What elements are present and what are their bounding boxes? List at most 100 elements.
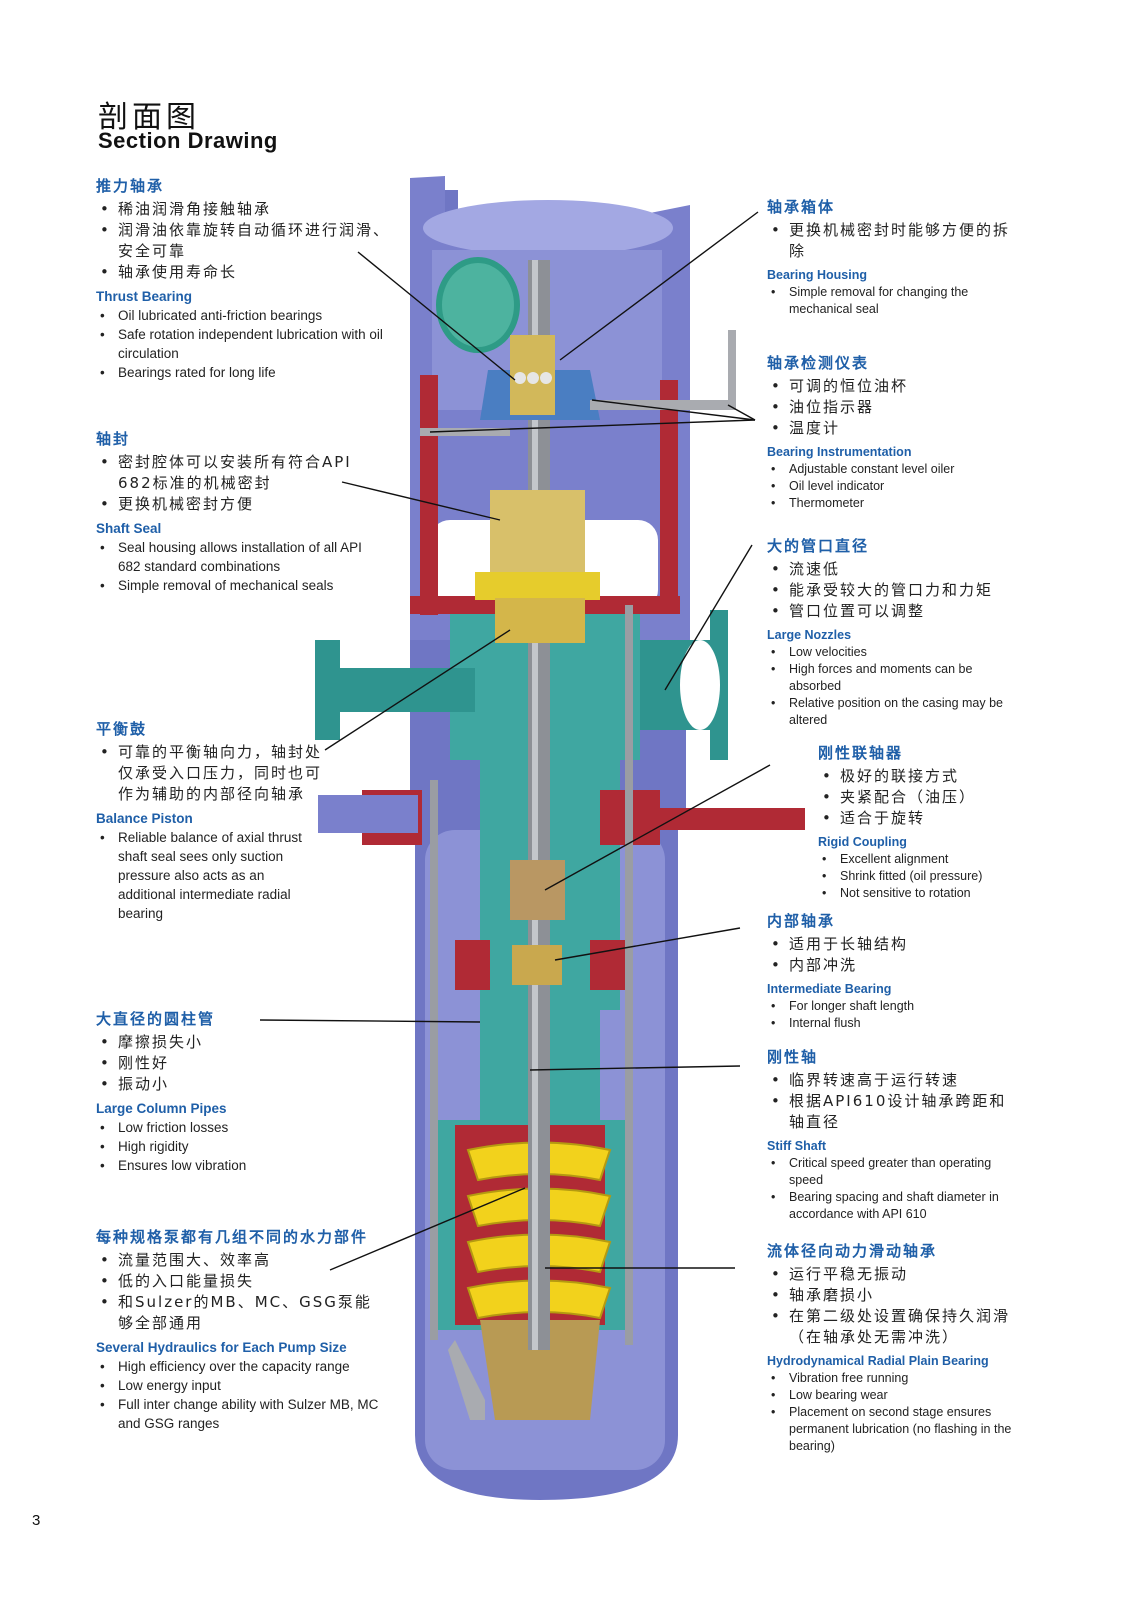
list-item: Low friction losses (96, 1118, 336, 1137)
callout-balance-piston: 平衡鼓 可靠的平衡轴向力，轴封处仅承受入口压力，同时也可作为辅助的内部径向轴承 … (96, 718, 324, 923)
list-item: Adjustable constant level oiler (767, 461, 1019, 478)
nozzles-title-cn: 大的管口直径 (767, 537, 870, 555)
balance-piston-title-en: Balance Piston (96, 811, 193, 826)
bearing-housing-title-cn: 轴承箱体 (767, 198, 836, 216)
bearing-housing-title-en: Bearing Housing (767, 268, 868, 282)
stand-opening (423, 200, 673, 256)
callout-bearing-instrumentation: 轴承检测仪表 可调的恒位油杯 油位指示器 温度计 Bearing Instrum… (767, 352, 1019, 512)
callout-thrust-bearing: 推力轴承 稀油润滑角接触轴承 润滑油依靠旋转自动循环进行润滑、安全可靠 轴承使用… (96, 175, 396, 382)
page-number: 3 (32, 1512, 41, 1529)
instrumentation-title-cn: 轴承检测仪表 (767, 354, 870, 372)
list-item: Bearings rated for long life (96, 363, 396, 382)
callout-radial-plain-bearing: 流体径向动力滑动轴承 运行平稳无振动 轴承磨损小 在第二级处设置确保持久润滑（在… (767, 1240, 1019, 1455)
list-item: Thermometer (767, 495, 1019, 512)
leader-lines (259, 211, 771, 1271)
list-item: 密封腔体可以安装所有符合API 682标准的机械密封 (96, 452, 368, 494)
shaft-seal-title-cn: 轴封 (96, 430, 131, 448)
hydraulics-title-en: Several Hydraulics for Each Pump Size (96, 1340, 347, 1355)
callout-rigid-coupling: 刚性联轴器 极好的联接方式 夹紧配合（油压） 适合于旋转 Rigid Coupl… (818, 742, 1028, 902)
callout-stiff-shaft: 刚性轴 临界转速高于运行转速 根据API610设计轴承跨距和轴直径 Stiff … (767, 1046, 1019, 1223)
callout-hydraulics: 每种规格泵都有几组不同的水力部件 流量范围大、效率高 低的入口能量损失 和Sul… (96, 1226, 388, 1433)
list-item: 润滑油依靠旋转自动循环进行润滑、安全可靠 (96, 220, 396, 262)
list-item: 临界转速高于运行转速 (767, 1070, 1019, 1091)
callout-shaft-seal: 轴封 密封腔体可以安装所有符合API 682标准的机械密封 更换机械密封方便 S… (96, 428, 368, 595)
list-item: For longer shaft length (767, 998, 1019, 1015)
list-item: Critical speed greater than operating sp… (767, 1155, 1019, 1189)
suction-bell (480, 1320, 600, 1420)
coupling-title-en: Rigid Coupling (818, 835, 907, 849)
shaft-seal-title-en: Shaft Seal (96, 521, 162, 536)
thrust-bearing-title-en: Thrust Bearing (96, 289, 193, 304)
list-item: Excellent alignment (818, 851, 1028, 868)
list-item: High rigidity (96, 1137, 336, 1156)
list-item: 油位指示器 (767, 397, 1019, 418)
list-item: 更换机械密封方便 (96, 494, 368, 515)
list-item: Low energy input (96, 1376, 388, 1395)
list-item: Reliable balance of axial thrust shaft s… (96, 828, 324, 923)
list-item: 夹紧配合（油压） (818, 787, 1028, 808)
list-item: Ensures low vibration (96, 1156, 336, 1175)
stiff-shaft-title-cn: 刚性轴 (767, 1048, 819, 1066)
list-item: High efficiency over the capacity range (96, 1357, 388, 1376)
tie-rod-right (625, 605, 633, 1345)
list-item: Placement on second stage ensures perman… (767, 1404, 1019, 1455)
tie-rod-left (430, 780, 438, 1340)
intermediate-bearing (512, 945, 562, 985)
radial-bearing-title-en: Hydrodynamical Radial Plain Bearing (767, 1354, 989, 1368)
mounting-plate-right (655, 808, 805, 830)
list-item: Low velocities (767, 644, 1019, 661)
flange-lower-right (590, 940, 625, 990)
list-item: 根据API610设计轴承跨距和轴直径 (767, 1091, 1019, 1133)
intermediate-bearing-title-en: Intermediate Bearing (767, 982, 892, 996)
hydraulics-title-cn: 每种规格泵都有几组不同的水力部件 (96, 1228, 369, 1246)
callout-column-pipes: 大直径的圆柱管 摩擦损失小 刚性好 振动小 Large Column Pipes… (96, 1008, 336, 1175)
list-item: Internal flush (767, 1015, 1019, 1032)
suction-nozzle (315, 640, 475, 740)
instrumentation-title-en: Bearing Instrumentation (767, 445, 912, 459)
list-item: 稀油润滑角接触轴承 (96, 199, 396, 220)
stiff-shaft-title-en: Stiff Shaft (767, 1139, 827, 1153)
list-item: 内部冲洗 (767, 955, 1019, 976)
list-item: 流量范围大、效率高 (96, 1250, 388, 1271)
rigid-coupling (510, 860, 565, 920)
list-item: Oil lubricated anti-friction bearings (96, 306, 396, 325)
list-item: Low bearing wear (767, 1387, 1019, 1404)
thrust-bearing-title-cn: 推力轴承 (96, 177, 165, 195)
list-item: Bearing spacing and shaft diameter in ac… (767, 1189, 1019, 1223)
instrument-arm (590, 400, 730, 410)
intermediate-bearing-title-cn: 内部轴承 (767, 912, 836, 930)
list-item: 适用于长轴结构 (767, 934, 1019, 955)
list-item: Seal housing allows installation of all … (96, 538, 368, 576)
list-item: 和Sulzer的MB、MC、GSG泵能够全部通用 (96, 1292, 388, 1334)
list-item: 更换机械密封时能够方便的拆除 (767, 220, 1019, 262)
list-item: 管口位置可以调整 (767, 601, 1019, 622)
list-item: 能承受较大的管口力和力矩 (767, 580, 1019, 601)
list-item: 极好的联接方式 (818, 766, 1028, 787)
list-item: Full inter change ability with Sulzer MB… (96, 1395, 388, 1433)
list-item: 可调的恒位油杯 (767, 376, 1019, 397)
list-item: 运行平稳无振动 (767, 1264, 1019, 1285)
list-item: Safe rotation independent lubrication wi… (96, 325, 396, 363)
list-item: High forces and moments can be absorbed (767, 661, 1019, 695)
radial-bearing-title-cn: 流体径向动力滑动轴承 (767, 1242, 938, 1260)
flange-lower-left (455, 940, 490, 990)
list-item: Oil level indicator (767, 478, 1019, 495)
callout-intermediate-bearing: 内部轴承 适用于长轴结构 内部冲洗 Intermediate Bearing F… (767, 910, 1019, 1032)
list-item: Not sensitive to rotation (818, 885, 1028, 902)
list-item: 轴承使用寿命长 (96, 262, 396, 283)
list-item: 可靠的平衡轴向力，轴封处仅承受入口压力，同时也可作为辅助的内部径向轴承 (96, 742, 324, 805)
list-item: 摩擦损失小 (96, 1032, 336, 1053)
list-item: Shrink fitted (oil pressure) (818, 868, 1028, 885)
list-item: Vibration free running (767, 1370, 1019, 1387)
nozzles-title-en: Large Nozzles (767, 628, 852, 642)
column-pipes-title-cn: 大直径的圆柱管 (96, 1010, 216, 1028)
list-item: 流速低 (767, 559, 1019, 580)
coupling-title-cn: 刚性联轴器 (818, 744, 904, 762)
list-item: 振动小 (96, 1074, 336, 1095)
column-pipes-title-en: Large Column Pipes (96, 1101, 227, 1116)
list-item: 温度计 (767, 418, 1019, 439)
list-item: 低的入口能量损失 (96, 1271, 388, 1292)
page-title-en: Section Drawing (98, 128, 278, 153)
list-item: 在第二级处设置确保持久润滑（在轴承处无需冲洗） (767, 1306, 1019, 1348)
list-item: Simple removal of mechanical seals (96, 576, 368, 595)
